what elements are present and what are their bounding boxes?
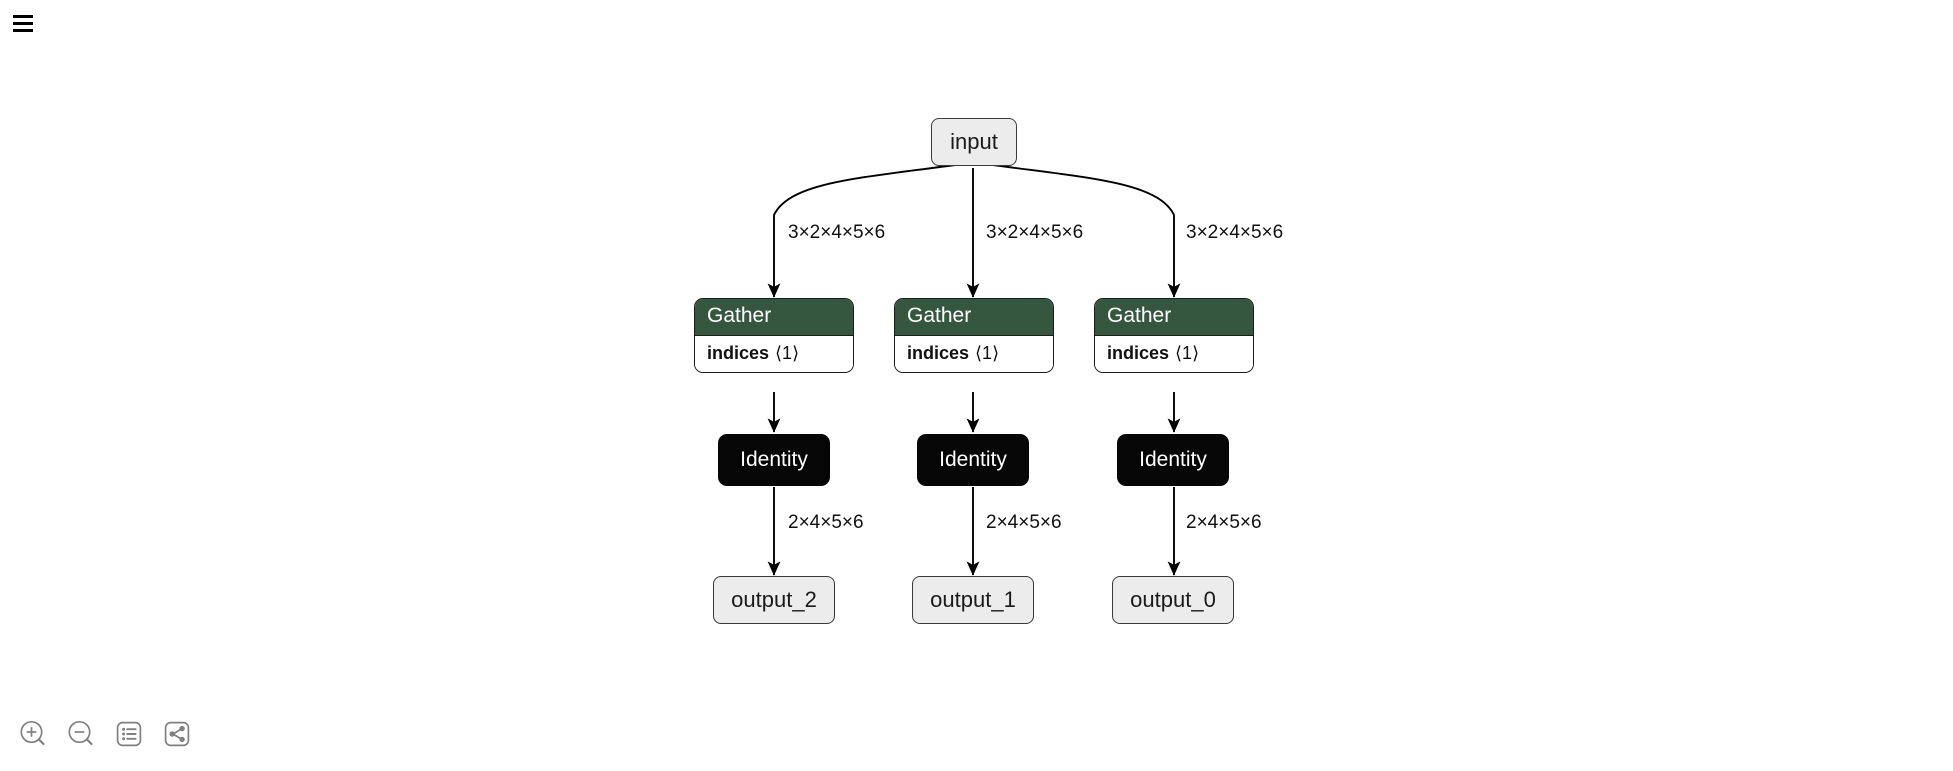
properties-icon bbox=[116, 721, 142, 747]
hamburger-menu-icon-bar3 bbox=[13, 28, 33, 32]
graph-node-gather-2[interactable]: Gather indices⟨1⟩ bbox=[694, 298, 854, 374]
edge-input-to-gather-0 bbox=[992, 164, 1181, 298]
graph-node-output-2[interactable]: output_2 bbox=[713, 576, 835, 624]
graph-node-output-2-label: output_2 bbox=[731, 587, 817, 612]
graph-node-gather-1[interactable]: Gather indices⟨1⟩ bbox=[894, 298, 1054, 374]
graph-node-identity-1[interactable]: Identity bbox=[917, 434, 1029, 486]
hamburger-menu-button[interactable] bbox=[8, 8, 38, 38]
graph-node-gather-0-title: Gather bbox=[1095, 299, 1253, 337]
graph-node-identity-2[interactable]: Identity bbox=[718, 434, 830, 486]
zoom-in-icon bbox=[20, 720, 45, 746]
graph-node-input-label: input bbox=[950, 129, 998, 154]
graph-node-gather-0-attr-name: indices bbox=[1107, 343, 1170, 364]
zoom-out-button[interactable] bbox=[64, 717, 98, 751]
graph-node-identity-1-label: Identity bbox=[939, 448, 1007, 471]
graph-node-gather-2-title: Gather bbox=[695, 299, 853, 337]
share-icon bbox=[164, 721, 190, 747]
hamburger-menu-icon bbox=[13, 14, 33, 18]
hamburger-menu-icon-bar2 bbox=[13, 21, 33, 25]
graph-node-output-0-label: output_0 bbox=[1130, 587, 1216, 612]
graph-node-gather-2-attribute: indices⟨1⟩ bbox=[695, 336, 853, 373]
graph-node-identity-0-label: Identity bbox=[1139, 448, 1207, 471]
graph-node-input[interactable]: input bbox=[931, 118, 1017, 166]
graph-node-gather-1-attr-name: indices bbox=[907, 343, 970, 364]
graph-node-gather-1-attr-value: ⟨1⟩ bbox=[975, 343, 1000, 364]
bottom-toolbar bbox=[16, 717, 194, 751]
graph-node-output-1-label: output_1 bbox=[930, 587, 1016, 612]
graph-node-gather-0-attr-value: ⟨1⟩ bbox=[1175, 343, 1200, 364]
graph-node-gather-2-attr-name: indices bbox=[707, 343, 770, 364]
edge-input-to-gather-2 bbox=[767, 164, 956, 298]
graph-node-output-0[interactable]: output_0 bbox=[1112, 576, 1234, 624]
graph-node-gather-0-attribute: indices⟨1⟩ bbox=[1095, 336, 1253, 373]
graph-node-identity-2-label: Identity bbox=[740, 448, 808, 471]
graph-node-gather-1-title: Gather bbox=[895, 299, 1053, 337]
zoom-out-icon bbox=[68, 720, 93, 746]
properties-button[interactable] bbox=[112, 717, 146, 751]
zoom-in-button[interactable] bbox=[16, 717, 50, 751]
graph-node-gather-0[interactable]: Gather indices⟨1⟩ bbox=[1094, 298, 1254, 374]
graph-node-gather-1-attribute: indices⟨1⟩ bbox=[895, 336, 1053, 373]
graph-node-gather-2-attr-value: ⟨1⟩ bbox=[775, 343, 800, 364]
share-button[interactable] bbox=[160, 717, 194, 751]
graph-node-output-1[interactable]: output_1 bbox=[912, 576, 1034, 624]
graph-node-identity-0[interactable]: Identity bbox=[1117, 434, 1229, 486]
